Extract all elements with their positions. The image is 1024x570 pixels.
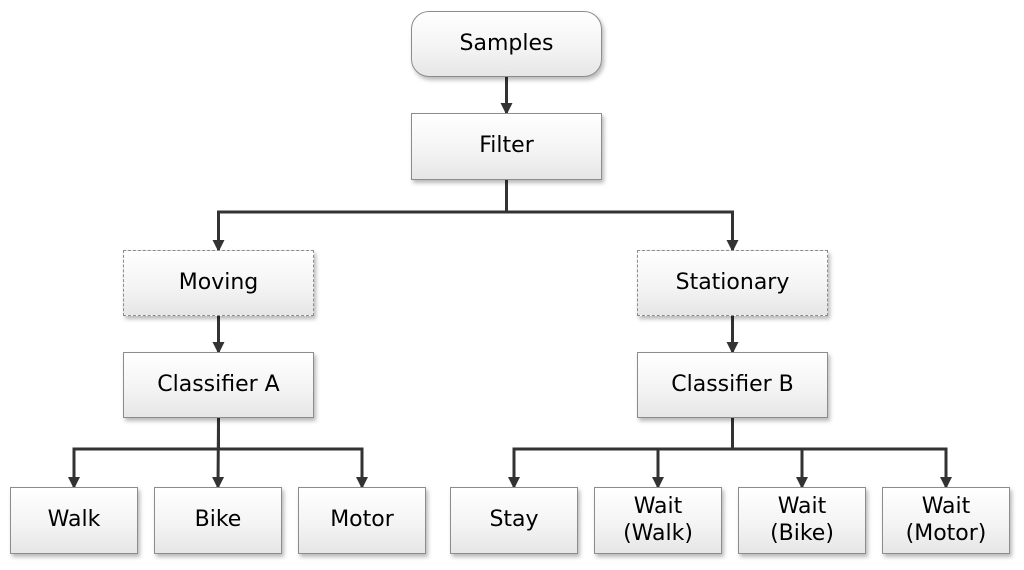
stationary-node: Stationary xyxy=(637,250,828,316)
samples-node: Samples xyxy=(411,11,602,77)
arrow-filter-to-moving xyxy=(212,180,508,252)
arrow-classifier-a-to-walk xyxy=(68,418,220,489)
wait-motor-node: Wait (Motor) xyxy=(882,487,1010,554)
filter-node: Filter xyxy=(411,113,602,180)
classifier-a-node: Classifier A xyxy=(123,352,314,418)
wait-bike-node: Wait (Bike) xyxy=(738,487,866,554)
arrow-filter-to-stationary xyxy=(505,180,739,252)
walk-node: Walk xyxy=(10,487,138,554)
motor-node: Motor xyxy=(298,487,426,554)
moving-node: Moving xyxy=(123,250,314,316)
arrow-classifier-a-to-motor xyxy=(217,418,368,489)
arrow-classifier-b-to-wait-walk xyxy=(652,418,734,489)
stay-node: Stay xyxy=(450,487,578,554)
classifier-b-node: Classifier B xyxy=(637,352,828,418)
arrow-classifier-b-to-wait-bike xyxy=(731,418,808,489)
wait-walk-node: Wait (Walk) xyxy=(594,487,722,554)
arrow-classifier-b-to-wait-motor xyxy=(731,418,952,489)
arrow-classifier-b-to-stay xyxy=(508,418,734,489)
bike-node: Bike xyxy=(154,487,282,554)
